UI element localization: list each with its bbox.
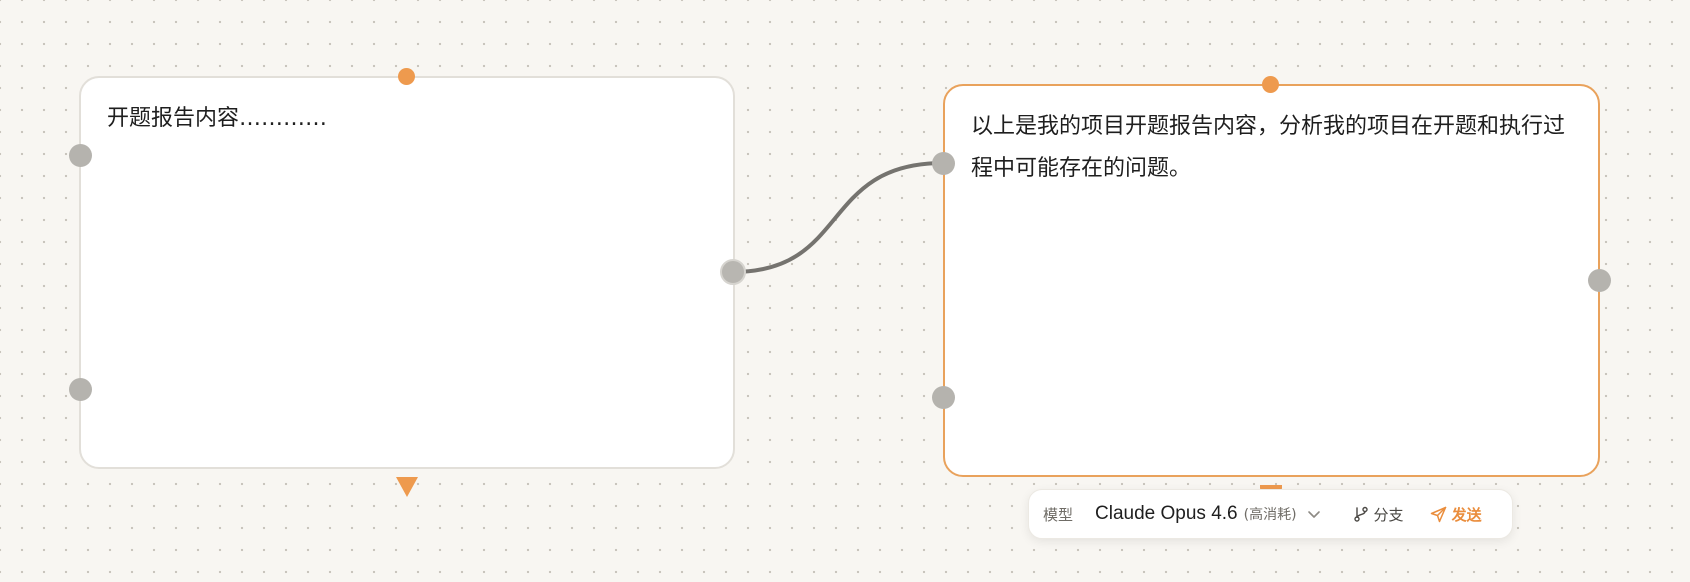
- chevron-down-icon: [1307, 511, 1320, 518]
- branch-label: 分支: [1373, 505, 1404, 524]
- node-2-left-handle-lower[interactable]: [932, 386, 955, 409]
- node-2-text[interactable]: 以上是我的项目开题报告内容，分析我的项目在开题和执行过程中可能存在的问题。: [971, 114, 1566, 181]
- prompt-node-2[interactable]: 以上是我的项目开题报告内容，分析我的项目在开题和执行过程中可能存在的问题。: [943, 84, 1600, 477]
- node-1-left-handle-lower[interactable]: [69, 378, 92, 401]
- model-cost-note: (高消耗): [1243, 507, 1297, 523]
- git-branch-icon: [1353, 506, 1368, 522]
- node-1-expand-arrow-icon[interactable]: [396, 477, 418, 497]
- node-1-text[interactable]: 开题报告内容…………: [107, 106, 328, 131]
- send-button[interactable]: 发送: [1430, 504, 1482, 525]
- node-toolbar: 模型 Claude Opus 4.6 (高消耗) 分支 发送: [1028, 489, 1513, 539]
- send-label: 发送: [1451, 505, 1482, 524]
- node-1-top-handle[interactable]: [398, 68, 415, 85]
- node-2-bottom-handle[interactable]: [1260, 485, 1282, 491]
- model-name: Claude Opus 4.6: [1095, 503, 1238, 524]
- node-2-input-handle[interactable]: [932, 152, 955, 175]
- node-2-top-handle[interactable]: [1262, 76, 1279, 93]
- branch-button[interactable]: 分支: [1353, 504, 1404, 525]
- send-icon: [1430, 506, 1446, 522]
- prompt-node-1[interactable]: 开题报告内容…………: [79, 76, 735, 469]
- node-1-output-handle[interactable]: [720, 259, 746, 285]
- model-label: 模型: [1043, 505, 1074, 524]
- model-select[interactable]: Claude Opus 4.6 (高消耗): [1095, 503, 1321, 525]
- node-1-left-handle-upper[interactable]: [69, 144, 92, 167]
- node-2-right-handle[interactable]: [1588, 269, 1611, 292]
